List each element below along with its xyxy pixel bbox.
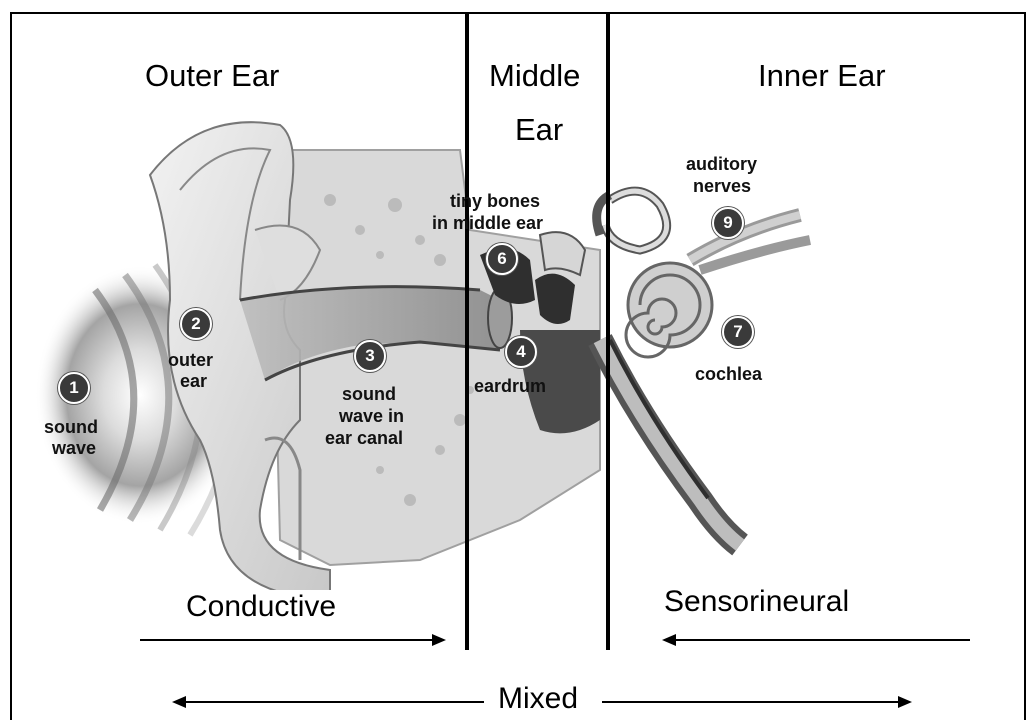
- part-badge-6: 6: [486, 243, 518, 275]
- part-badge-4: 4: [505, 336, 537, 368]
- part-label-3-line2: wave in: [339, 406, 404, 426]
- middle-ear-heading-line1: Middle: [489, 58, 580, 94]
- inner-ear-heading: Inner Ear: [758, 58, 886, 94]
- part-label-6-line2: in middle ear: [432, 213, 543, 233]
- conductive-arrow: [140, 634, 446, 646]
- part-badge-1: 1: [58, 372, 90, 404]
- part-label-9-line1: auditory: [686, 154, 757, 174]
- mixed-label: Mixed: [494, 682, 582, 716]
- part-label-6-line1: tiny bones: [450, 191, 540, 211]
- middle-ear-heading-line2: Ear: [515, 112, 563, 148]
- part-label-1-line2: wave: [52, 438, 96, 458]
- sensorineural-arrow: [662, 634, 970, 646]
- part-label-9-line2: nerves: [693, 176, 751, 196]
- part-badge-3: 3: [354, 340, 386, 372]
- part-label-4-line1: eardrum: [474, 376, 546, 396]
- outer-ear-heading: Outer Ear: [145, 58, 279, 94]
- part-label-2-line1: outer: [168, 350, 213, 370]
- sensorineural-label: Sensorineural: [664, 585, 849, 619]
- part-label-1-line1: sound: [44, 417, 98, 437]
- part-label-2-line2: ear: [180, 371, 207, 391]
- conductive-label: Conductive: [186, 590, 336, 624]
- part-badge-7: 7: [722, 316, 754, 348]
- part-badge-9: 9: [712, 207, 744, 239]
- part-label-7-line1: cochlea: [695, 364, 762, 384]
- part-label-3-line1: sound: [342, 384, 396, 404]
- part-label-3-line3: ear canal: [325, 428, 403, 448]
- part-badge-2: 2: [180, 308, 212, 340]
